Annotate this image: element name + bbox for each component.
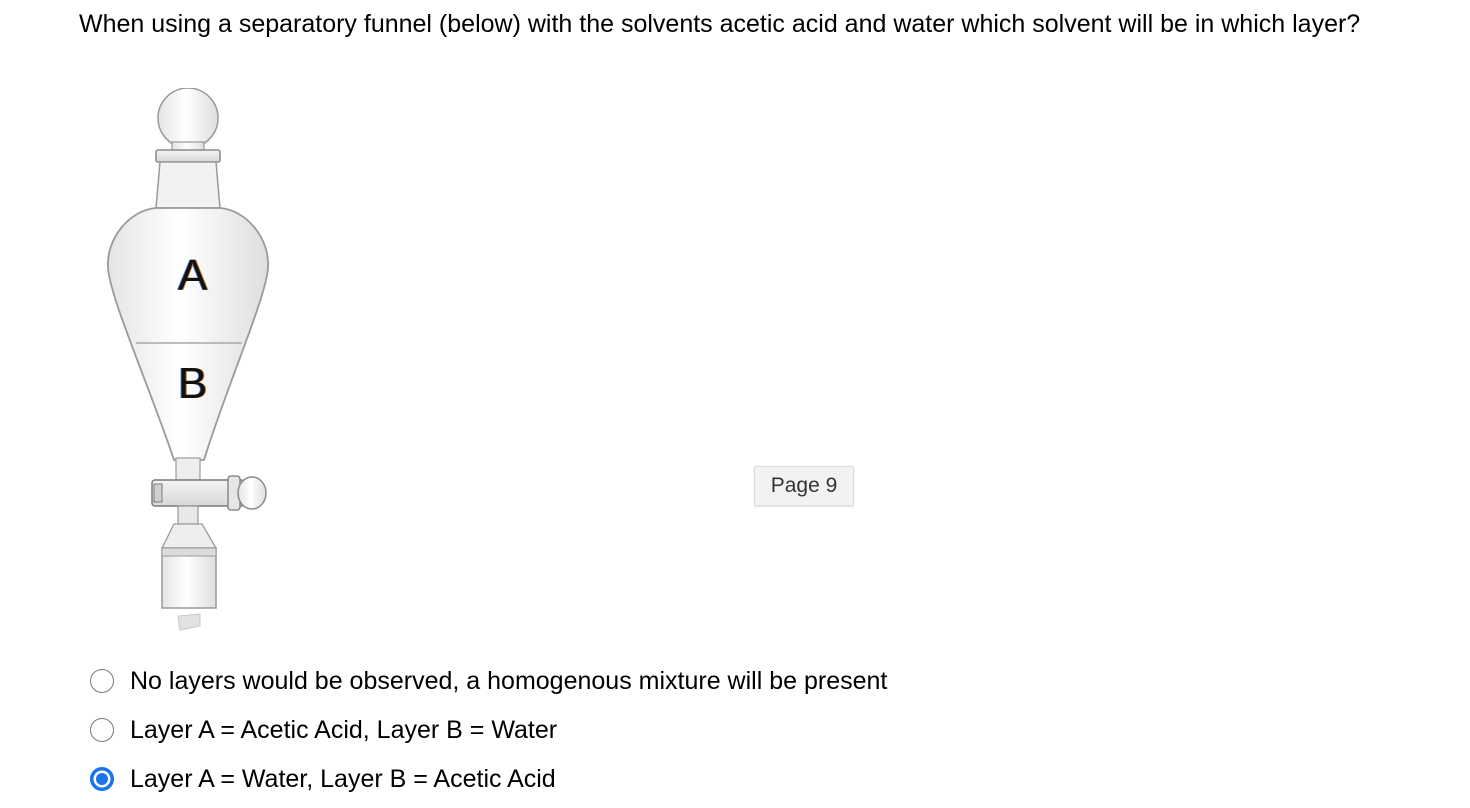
- stopper: [155, 87, 221, 209]
- answer-option[interactable]: Layer A = Acetic Acid, Layer B = Water: [90, 705, 887, 754]
- answer-option-label: Layer A = Water, Layer B = Acetic Acid: [130, 764, 556, 793]
- stopcock: [151, 475, 267, 525]
- page-number-badge: Page 9: [754, 466, 854, 506]
- answer-option-label: Layer A = Acetic Acid, Layer B = Water: [130, 715, 558, 744]
- question-text: When using a separatory funnel (below) w…: [79, 10, 1361, 38]
- separatory-funnel-drawing: [107, 87, 269, 631]
- radio-button[interactable]: [90, 717, 114, 742]
- funnel-tip: [160, 523, 218, 631]
- answer-option[interactable]: No layers would be observed, a homogenou…: [90, 656, 887, 705]
- layer-a-label: A: [178, 251, 208, 300]
- answer-option[interactable]: Layer A = Water, Layer B = Acetic Acid: [90, 754, 887, 803]
- separatory-funnel-figure: A B: [100, 87, 276, 640]
- answer-option-label: No layers would be observed, a homogenou…: [130, 666, 888, 695]
- layer-b-label: B: [178, 359, 208, 408]
- radio-button-selected[interactable]: [90, 766, 114, 791]
- radio-button[interactable]: [90, 668, 114, 693]
- funnel-body: [107, 207, 269, 481]
- answer-options: No layers would be observed, a homogenou…: [90, 656, 887, 803]
